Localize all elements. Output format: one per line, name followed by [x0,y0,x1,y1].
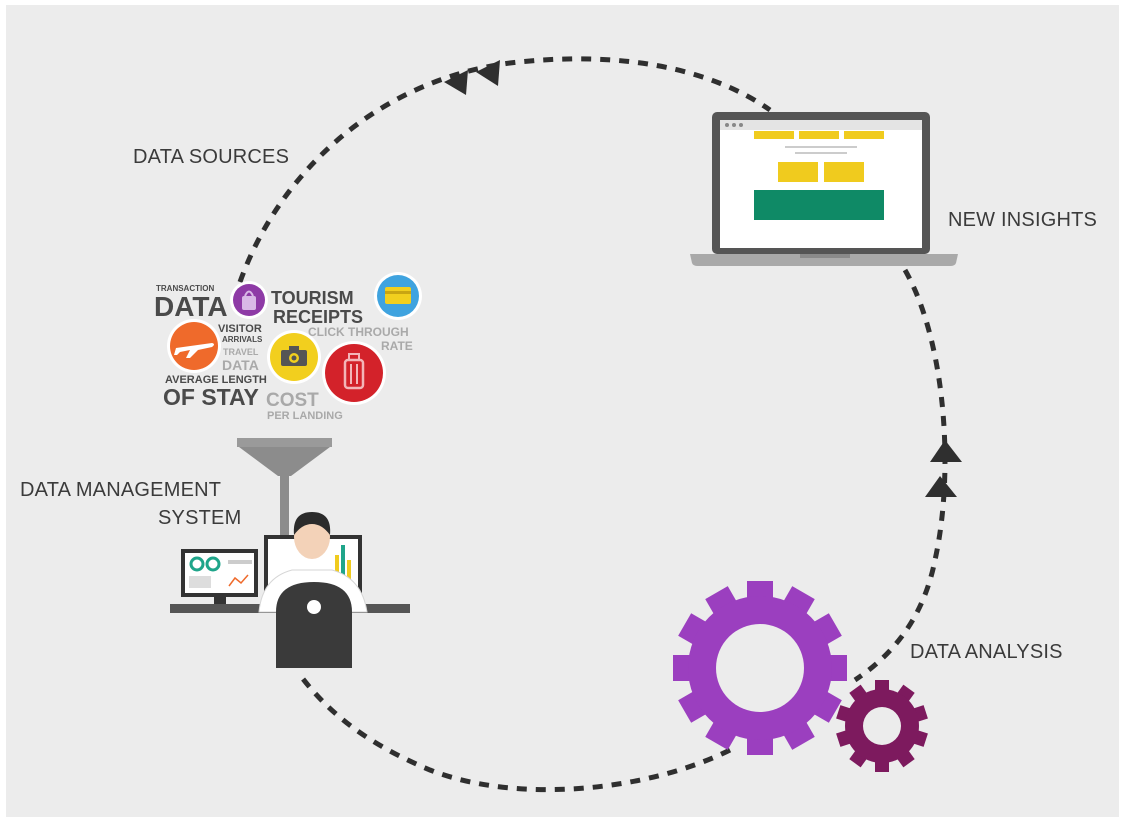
small-monitor-panel [189,576,211,588]
word-click-through: CLICK THROUGH [308,325,409,339]
large-gear-hole [716,624,804,712]
label-data-sources: DATA SOURCES [133,146,289,168]
word-arrivals: ARRIVALS [222,335,263,344]
arrow-head-top-1 [444,70,468,95]
arrow-head-top-2 [476,60,500,86]
suitcase-icon [322,341,386,405]
word-per-landing: PER LANDING [267,410,343,422]
word-average-length: AVERAGE LENGTH [165,374,267,386]
word-tourism: TOURISM [271,288,354,308]
shopping-bag-icon [230,281,268,319]
chair-back [276,582,352,668]
window-dot-2 [732,123,736,127]
cycle-arc-insights-to-analysis [853,268,948,683]
word-travel-data: DATA [222,357,259,373]
donut-chart-1 [189,556,205,572]
small-monitor-stand [214,597,226,604]
screen-block-mid-2 [824,162,864,182]
screen-block-top-3 [844,131,884,139]
word-visitor: VISITOR [218,323,262,335]
screen-line-2 [795,152,847,154]
cycle-path [237,56,948,793]
donut-chart-2 [205,556,221,572]
label-data-management-line2: SYSTEM [158,507,241,529]
cycle-arrows [444,60,962,497]
monitor-bar-2 [341,545,345,583]
cycle-arc-analysis-to-management [298,673,732,793]
arrow-head-right-2 [925,476,957,497]
cycle-arc-sources-to-insights [237,56,772,283]
credit-card-icon [374,272,422,320]
word-transaction: TRANSACTION [156,284,214,293]
funnel-spout [280,476,289,542]
word-cloud: TRANSACTION DATA TOURISM RECEIPTS CLICK … [154,272,422,422]
small-monitor-line [228,560,252,564]
word-receipts: RECEIPTS [273,307,363,327]
large-gear-icon [673,581,847,755]
word-cost: COST [266,390,319,411]
chair-dot [307,600,321,614]
small-gear-icon [836,680,928,772]
person-at-desk-icon [170,512,410,668]
laptop-base [690,254,958,266]
screen-block-mid-1 [778,162,818,182]
small-monitor-line-chart [228,574,249,587]
word-of-stay: OF STAY [163,384,259,410]
label-data-management-line1: DATA MANAGEMENT [20,479,221,501]
screen-block-green [754,190,884,220]
funnel-top [237,438,332,447]
arrow-head-right-1 [930,440,962,462]
word-travel: TRAVEL [223,347,259,357]
screen-line-1 [785,146,857,148]
screen-toolbar [720,120,922,130]
background-panel [6,5,1119,817]
screen-block-top-1 [754,131,794,139]
label-new-insights: NEW INSIGHTS [948,209,1097,231]
laptop-screen [720,120,922,248]
laptop-icon [690,112,958,266]
laptop-notch [800,254,850,258]
window-dot-1 [725,123,729,127]
funnel-icon [237,438,332,542]
screen-block-top-2 [799,131,839,139]
monitor-bar-1 [335,555,339,583]
airplane-icon [167,319,221,373]
funnel-cone [239,447,330,476]
small-gear-hole [863,707,901,745]
window-dot-3 [739,123,743,127]
label-data-analysis: DATA ANALYSIS [910,641,1063,663]
word-data: DATA [154,291,228,322]
monitor-bar-3 [347,560,351,583]
word-rate: RATE [381,339,413,353]
camera-icon [267,330,321,384]
person-hair [293,512,331,535]
